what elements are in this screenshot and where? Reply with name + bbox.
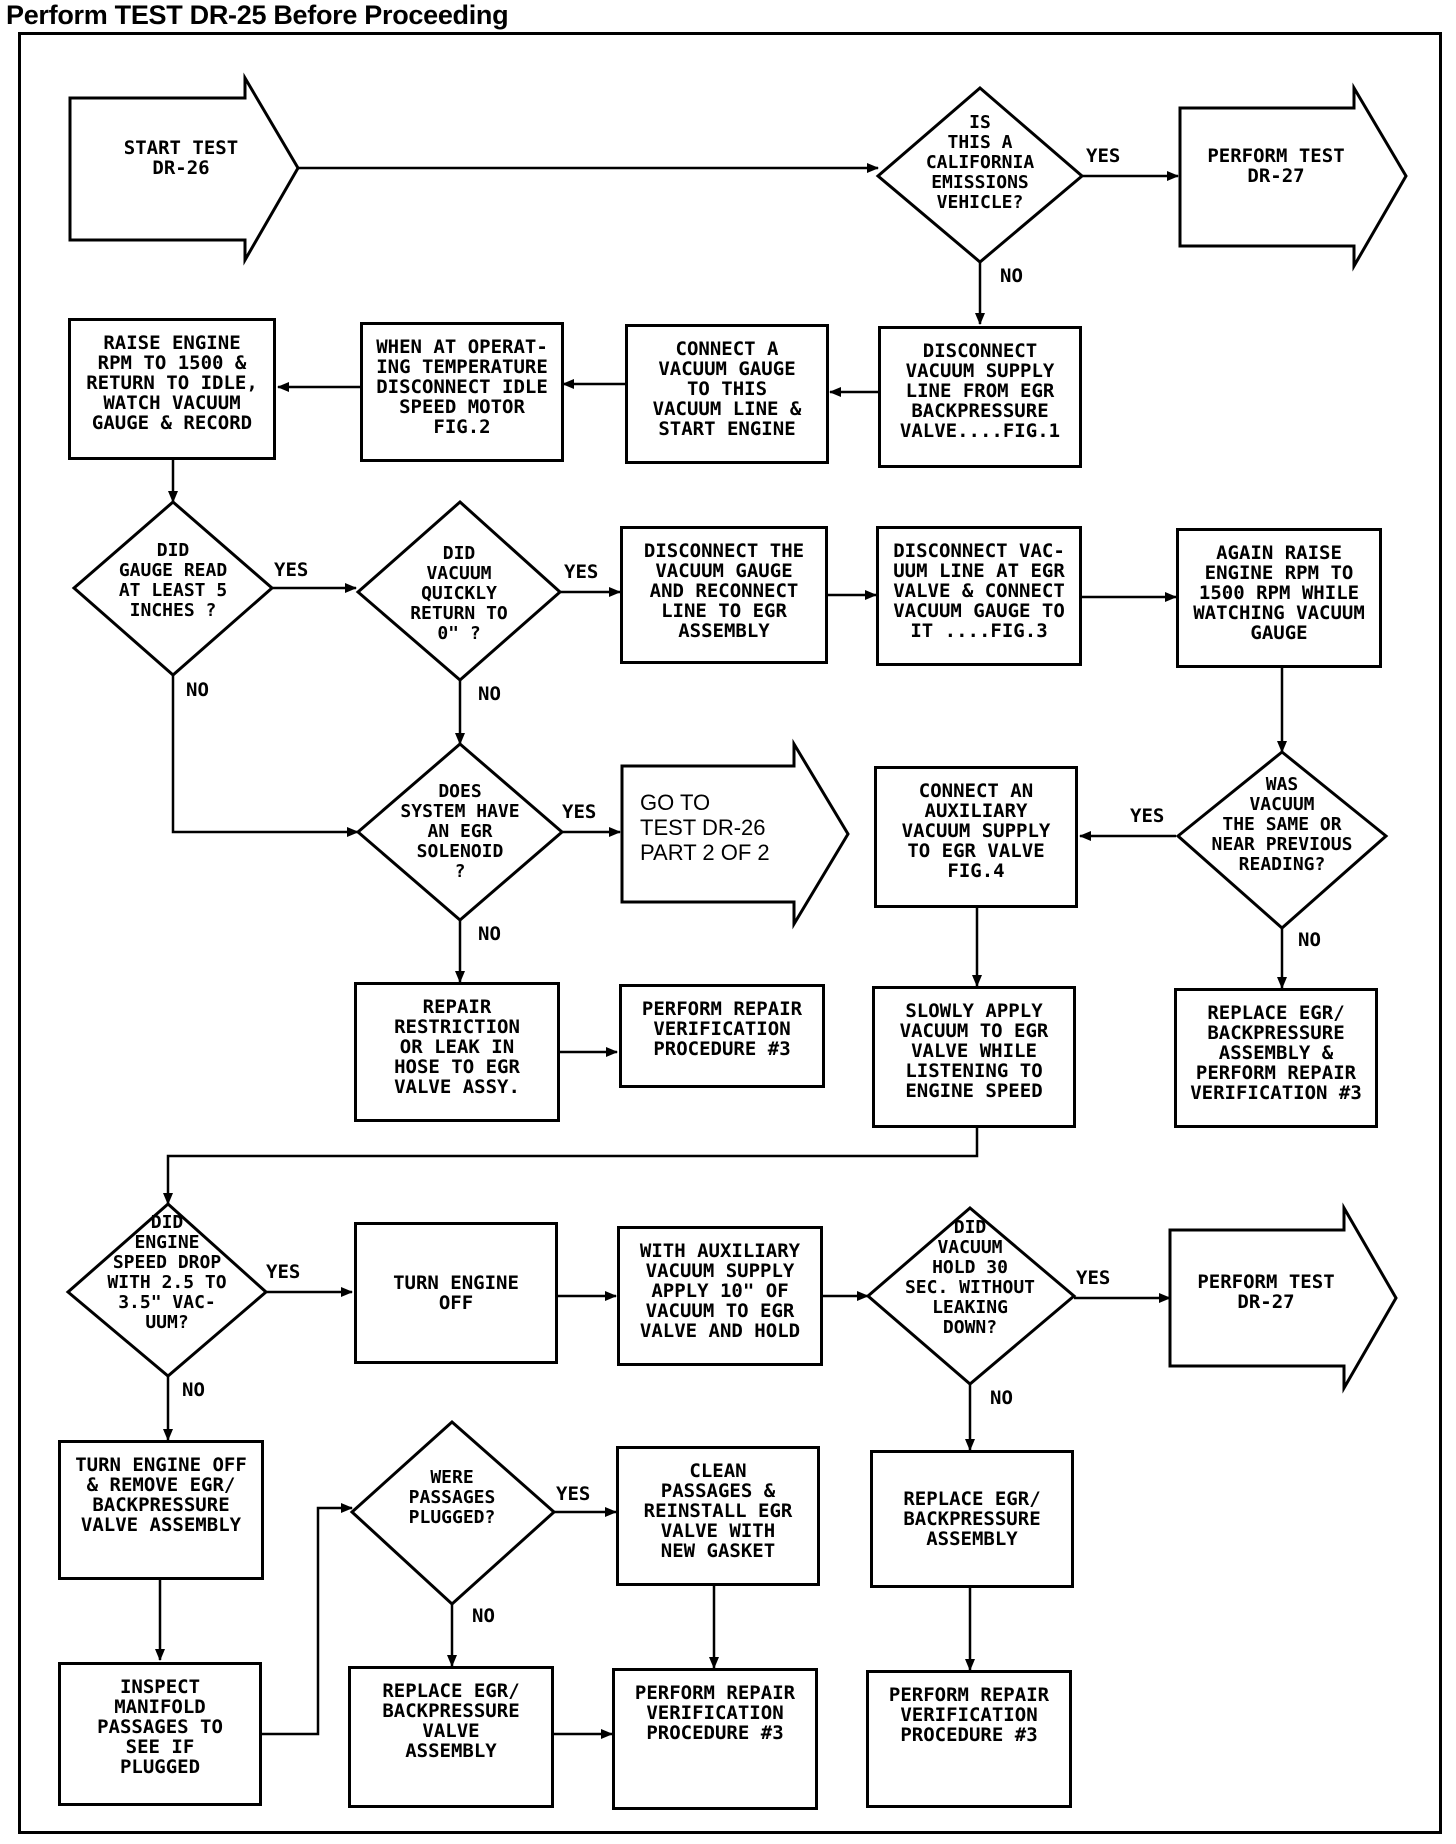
diamond-hold30	[865, 1206, 1077, 1386]
start-test-label: START TEST DR-26	[123, 137, 239, 179]
yes-label-california: YES	[1086, 145, 1121, 167]
disconnect-vac-egr-box: DISCONNECT VAC- UUM LINE AT EGR VALVE & …	[876, 526, 1082, 666]
diagram-frame	[18, 32, 1442, 1834]
again-raise-box: AGAIN RAISE ENGINE RPM TO 1500 RPM WHILE…	[1176, 528, 1382, 668]
q-same-reading: WAS VACUUM THE SAME OR NEAR PREVIOUS REA…	[1211, 774, 1353, 875]
no-label-hold30: NO	[990, 1387, 1013, 1409]
inspect-passages-box: INSPECT MANIFOLD PASSAGES TO SEE IF PLUG…	[58, 1662, 262, 1806]
diamond-california	[875, 86, 1085, 264]
turn-off-remove-box: TURN ENGINE OFF & REMOVE EGR/ BACKPRESSU…	[58, 1440, 264, 1580]
connect-gauge-box: CONNECT A VACUUM GAUGE TO THIS VACUUM LI…	[625, 324, 829, 464]
raise-rpm-box: RAISE ENGINE RPM TO 1500 & RETURN TO IDL…	[68, 318, 276, 460]
yes-label-return0: YES	[564, 561, 599, 583]
diamond-return0	[355, 499, 563, 682]
diamond-speed-drop	[65, 1201, 269, 1378]
connect-aux-box: CONNECT AN AUXILIARY VACUUM SUPPLY TO EG…	[874, 766, 1078, 908]
page-title: Perform TEST DR-25 Before Proceeding	[6, 0, 509, 30]
no-label-speed-drop: NO	[182, 1379, 205, 1401]
replace-egr-box-1: REPLACE EGR/ BACKPRESSURE ASSEMBLY & PER…	[1174, 988, 1378, 1128]
no-label-plugged: NO	[472, 1605, 495, 1627]
q-hold-30-sec: DID VACUUM HOLD 30 SEC. WITHOUT LEAKING …	[904, 1217, 1036, 1338]
yes-label-solenoid: YES	[562, 801, 597, 823]
repair-restriction-box: REPAIR RESTRICTION OR LEAK IN HOSE TO EG…	[354, 982, 560, 1122]
dr27-top-arrow-shape	[1178, 82, 1408, 272]
q-return-to-zero: DID VACUUM QUICKLY RETURN TO 0" ?	[410, 543, 508, 644]
replace-egr-box-2: REPLACE EGR/ BACKPRESSURE ASSEMBLY	[870, 1450, 1074, 1588]
disconnect-gauge-box: DISCONNECT THE VACUUM GAUGE AND RECONNEC…	[620, 526, 828, 664]
no-label-gauge5: NO	[186, 679, 209, 701]
diamond-solenoid	[355, 742, 565, 922]
perform-test-dr27-bottom-label: PERFORM TEST DR-27	[1197, 1271, 1335, 1313]
connectors	[155, 163, 1287, 1739]
diamond-plugged	[349, 1419, 557, 1607]
yes-label-hold30: YES	[1076, 1267, 1111, 1289]
yes-label-plugged: YES	[556, 1483, 591, 1505]
perform-test-dr27-top-label: PERFORM TEST DR-27	[1207, 145, 1345, 187]
perform-repair-box-2: PERFORM REPAIR VERIFICATION PROCEDURE #3	[612, 1668, 818, 1810]
no-label-solenoid: NO	[478, 923, 501, 945]
q-egr-solenoid: DOES SYSTEM HAVE AN EGR SOLENOID ?	[400, 781, 520, 882]
q-speed-drop: DID ENGINE SPEED DROP WITH 2.5 TO 3.5" V…	[107, 1212, 227, 1333]
disconnect-supply-box: DISCONNECT VACUUM SUPPLY LINE FROM EGR B…	[878, 326, 1082, 468]
no-label-same: NO	[1298, 929, 1321, 951]
no-label-return0: NO	[478, 683, 501, 705]
shape-outlines	[65, 72, 1408, 1607]
yes-label-same: YES	[1130, 805, 1165, 827]
yes-label-gauge5: YES	[274, 559, 309, 581]
diamond-same	[1175, 750, 1389, 931]
start-arrow-shape	[68, 72, 300, 266]
perform-repair-box-3: PERFORM REPAIR VERIFICATION PROCEDURE #3	[866, 1670, 1072, 1808]
perform-repair-box-1: PERFORM REPAIR VERIFICATION PROCEDURE #3	[619, 984, 825, 1088]
turn-engine-off-box: TURN ENGINE OFF	[354, 1222, 558, 1364]
disconnect-isc-box: WHEN AT OPERAT- ING TEMPERATURE DISCONNE…	[360, 322, 564, 462]
q-california: IS THIS A CALIFORNIA EMISSIONS VEHICLE?	[925, 112, 1035, 213]
no-label-california: NO	[1000, 265, 1023, 287]
diamond-gauge5	[71, 500, 275, 677]
with-aux-box: WITH AUXILIARY VACUUM SUPPLY APPLY 10" O…	[617, 1226, 823, 1366]
yes-label-speed-drop: YES	[266, 1261, 301, 1283]
dr27-bottom-arrow-shape	[1168, 1202, 1398, 1394]
q-gauge-5-inches: DID GAUGE READ AT LEAST 5 INCHES ?	[118, 540, 228, 621]
part2-arrow-shape	[620, 738, 850, 930]
go-to-part2-label: GO TO TEST DR-26 PART 2 OF 2	[640, 790, 770, 865]
slowly-apply-box: SLOWLY APPLY VACUUM TO EGR VALVE WHILE L…	[872, 986, 1076, 1128]
clean-passages-box: CLEAN PASSAGES & REINSTALL EGR VALVE WIT…	[616, 1446, 820, 1586]
q-passages-plugged: WERE PASSAGES PLUGGED?	[408, 1467, 496, 1528]
replace-egr-valve-box: REPLACE EGR/ BACKPRESSURE VALVE ASSEMBLY	[348, 1666, 554, 1808]
